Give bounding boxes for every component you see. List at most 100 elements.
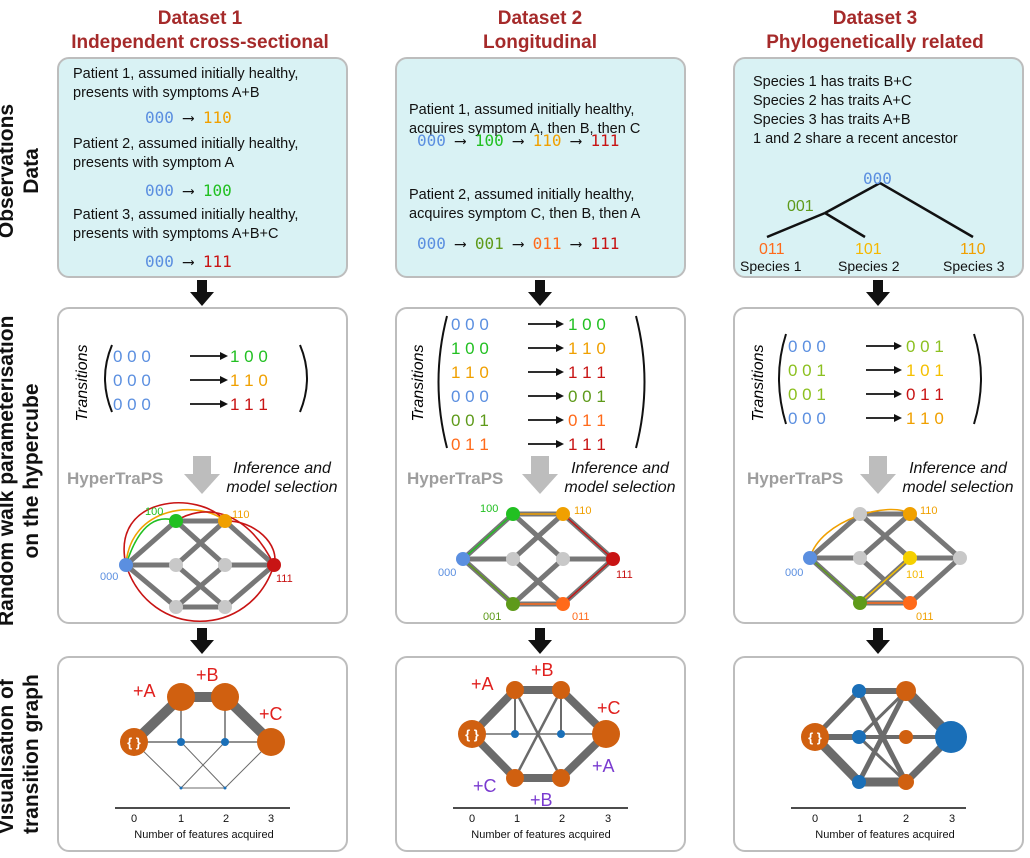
- hypertraps-label-3: HyperTraPS: [747, 469, 843, 488]
- inference-label-2b: model selection: [564, 479, 675, 496]
- svg-text:0 0 0: 0 0 0: [113, 371, 151, 390]
- hypertraps-label-2: HyperTraPS: [407, 469, 503, 488]
- column-title-1: Dataset 1 Independent cross-sectional: [40, 7, 360, 55]
- obs2-sequence2: 000 ⟶ 001 ⟶ 011 ⟶ 111: [417, 234, 620, 253]
- svg-text:100: 100: [480, 503, 498, 515]
- svg-text:+A: +A: [471, 674, 494, 694]
- svg-text:{ }: { }: [808, 730, 822, 745]
- obs2-patient2: Patient 2, assumed initially healthy,acq…: [409, 187, 641, 222]
- svg-text:0 1 1: 0 1 1: [451, 435, 489, 454]
- svg-text:111: 111: [616, 569, 633, 581]
- svg-text:3: 3: [949, 813, 955, 825]
- svg-text:0: 0: [131, 813, 137, 825]
- axis-label-1: Number of features acquired: [134, 829, 273, 841]
- svg-text:1 0 0: 1 0 0: [230, 347, 268, 366]
- svg-text:1: 1: [857, 813, 863, 825]
- column-title-2: Dataset 2 Longitudinal: [380, 7, 700, 55]
- obs1-patient1: Patient 1, assumed initially healthy,pre…: [73, 66, 299, 101]
- svg-text:0 0 1: 0 0 1: [568, 387, 606, 406]
- svg-text:1 1 1: 1 1 1: [568, 363, 606, 382]
- title-line2: Independent cross-sectional: [71, 32, 329, 53]
- svg-text:+A: +A: [592, 756, 615, 776]
- hypercube-graph-2: 000 100 110 111 001 011: [438, 503, 633, 623]
- svg-text:+A: +A: [133, 681, 156, 701]
- svg-text:0 0 0: 0 0 0: [788, 337, 826, 356]
- transitions-label-2: Transitions: [410, 344, 427, 421]
- svg-text:2: 2: [559, 813, 565, 825]
- svg-text:1 1 1: 1 1 1: [568, 435, 606, 454]
- obs1-transition2: 000 ⟶ 100: [145, 181, 232, 200]
- title-line2: Longitudinal: [483, 32, 597, 53]
- svg-text:000: 000: [785, 567, 803, 579]
- transition-graph-1: { } +A +B +C: [120, 665, 285, 790]
- svg-text:000: 000: [438, 567, 456, 579]
- svg-text:0 0 0: 0 0 0: [451, 387, 489, 406]
- svg-text:1: 1: [178, 813, 184, 825]
- obs1-patient2: Patient 2, assumed initially healthy,pre…: [73, 136, 299, 171]
- obs2-patient1: Patient 1, assumed initially healthy,acq…: [409, 102, 641, 137]
- inference-label-1a: Inference and: [233, 460, 332, 477]
- svg-text:+C: +C: [259, 704, 283, 724]
- transitions-label-3: Transitions: [750, 344, 767, 421]
- inference-label-2a: Inference and: [571, 460, 670, 477]
- svg-text:1 0 0: 1 0 0: [451, 339, 489, 358]
- species1-label: Species 1: [740, 258, 802, 274]
- tree-leaf2-label: 101: [855, 241, 882, 258]
- svg-text:0 0 1: 0 0 1: [788, 385, 826, 404]
- svg-text:+B: +B: [531, 660, 554, 680]
- svg-text:0 0 0: 0 0 0: [788, 409, 826, 428]
- svg-text:0 0 0: 0 0 0: [113, 395, 151, 414]
- axis-label-2: Number of features acquired: [471, 829, 610, 841]
- svg-text:110: 110: [232, 509, 250, 521]
- svg-text:1: 1: [514, 813, 520, 825]
- svg-text:110: 110: [920, 505, 938, 517]
- hypertraps-label-1: HyperTraPS: [67, 469, 163, 488]
- title-line1: Dataset 3: [832, 8, 918, 29]
- svg-text:0: 0: [812, 813, 818, 825]
- obs1-transition1: 000 ⟶ 110: [145, 108, 232, 127]
- svg-text:1 1 1: 1 1 1: [230, 395, 268, 414]
- observation-panel-2: Patient 1, assumed initially healthy,acq…: [395, 57, 686, 278]
- obs1-transition3: 000 ⟶ 111: [145, 252, 232, 271]
- svg-text:011: 011: [572, 611, 590, 623]
- svg-text:3: 3: [268, 813, 274, 825]
- inference-label-3a: Inference and: [909, 460, 1008, 477]
- svg-text:1 1 0: 1 1 0: [451, 363, 489, 382]
- svg-text:101: 101: [906, 569, 924, 581]
- svg-text:+C: +C: [473, 776, 497, 796]
- obs2-sequence1: 000 ⟶ 100 ⟶ 110 ⟶ 111: [417, 131, 620, 150]
- species2-label: Species 2: [838, 258, 900, 274]
- tree-root-label: 000: [863, 169, 892, 188]
- svg-text:1 1 0: 1 1 0: [568, 339, 606, 358]
- svg-text:1 0 1: 1 0 1: [906, 361, 944, 380]
- title-line2: Phylogenetically related: [766, 32, 984, 53]
- svg-text:{ }: { }: [465, 727, 479, 742]
- title-line1: Dataset 1: [157, 8, 243, 29]
- svg-text:0 0 0: 0 0 0: [113, 347, 151, 366]
- svg-text:000: 000: [100, 571, 118, 583]
- svg-text:0 0 0: 0 0 0: [451, 315, 489, 334]
- visualisation-panel-1: [57, 656, 348, 852]
- hypercube-graph-1: 000 100 110 111: [100, 502, 293, 622]
- svg-text:+B: +B: [530, 790, 553, 810]
- svg-text:0 0 1: 0 0 1: [906, 337, 944, 356]
- svg-text:1 1 0: 1 1 0: [230, 371, 268, 390]
- svg-text:2: 2: [903, 813, 909, 825]
- svg-text:2: 2: [223, 813, 229, 825]
- svg-text:100: 100: [145, 506, 163, 518]
- svg-text:111: 111: [276, 573, 293, 585]
- svg-text:1 0 0: 1 0 0: [568, 315, 606, 334]
- obs1-patient3: Patient 3, assumed initially healthy,pre…: [73, 207, 299, 242]
- column-title-3: Dataset 3 Phylogenetically related: [715, 7, 1030, 55]
- tree-leaf1-label: 011: [759, 241, 785, 258]
- svg-text:+C: +C: [597, 698, 621, 718]
- title-line1: Dataset 2: [497, 8, 583, 29]
- inference-label-1b: model selection: [226, 479, 337, 496]
- hypercube-graph-3: 000 110 101 011: [785, 505, 967, 623]
- transitions-label-1: Transitions: [74, 344, 91, 421]
